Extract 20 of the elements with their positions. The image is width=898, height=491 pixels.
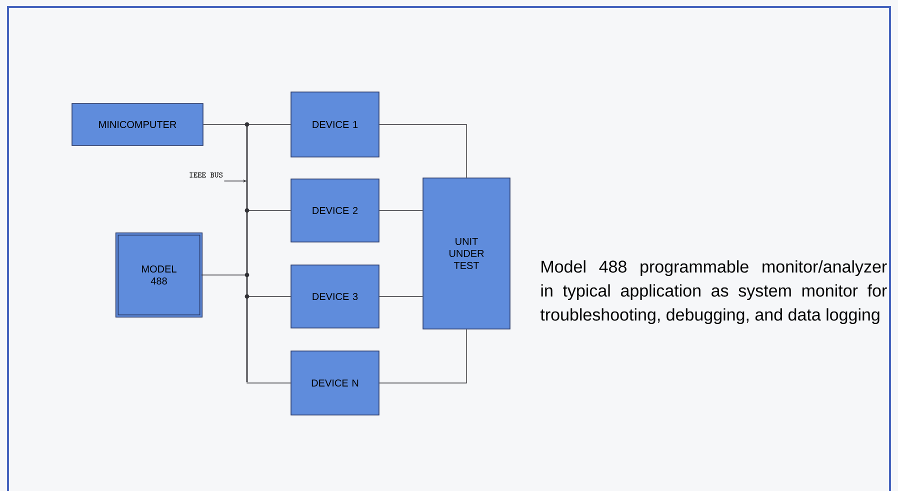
- caption: Model 488 programmable monitor/analyzer in typical application as system monitor for troubleshooting, debugging, and data logging: [540, 260, 887, 324]
- bus-line: [244, 122, 250, 382]
- bus-connection: [248, 124, 291, 125]
- block-box: MODEL 488: [115, 232, 203, 318]
- block-box: DEVICE N: [290, 350, 380, 416]
- bus-connection: [201, 274, 246, 276]
- connector-line: [379, 124, 467, 178]
- bus-connection: [246, 382, 291, 384]
- block-box: DEVICE 2: [290, 178, 380, 242]
- connector-line: [379, 296, 423, 297]
- connector-line: [379, 329, 467, 384]
- block-box: DEVICE 3: [290, 264, 380, 328]
- bus-label: IEEE BUS: [190, 172, 223, 178]
- bus-connection: [248, 210, 291, 211]
- connector-line: [379, 210, 423, 211]
- bus-connection: [248, 296, 291, 297]
- block-box: MINICOMPUTER: [72, 103, 204, 146]
- block-box: UNIT UNDER TEST: [422, 178, 510, 330]
- block-box: DEVICE 1: [290, 92, 380, 158]
- bus-connection: [203, 124, 246, 125]
